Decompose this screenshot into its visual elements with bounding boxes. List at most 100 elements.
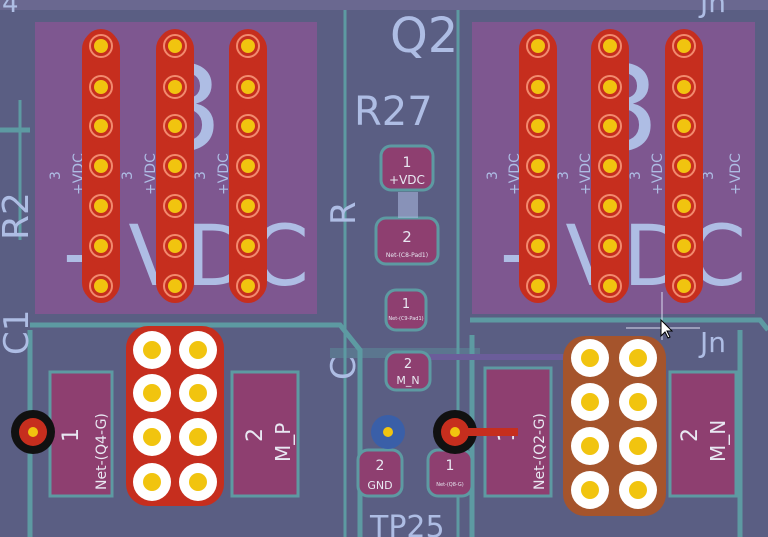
pad-net: M_N [706,420,730,462]
pad-drill [603,239,617,253]
pad-ring [89,114,113,138]
pad-drill [603,159,617,173]
pad-drill [531,159,545,173]
right-pin-label-pin: 3 [485,171,501,180]
pad-ring [598,274,622,298]
pad-drill [603,199,617,213]
pad-ring [598,75,622,99]
pad-drill [94,239,108,253]
pad-drill [581,349,599,367]
pad-drill [168,159,182,173]
designator-c-left: C1 [0,310,37,355]
test-point-drill [450,427,460,437]
right-pin-label-net: +VDC [650,153,666,195]
pad-drill [189,473,207,491]
pad-ring [236,114,260,138]
right-pin-labels: 3 +VDC 3 +VDC 3 +VDC 3 +VDC [485,153,744,195]
pad-drill [241,159,255,173]
pad-drill [603,279,617,293]
pad-ring [598,194,622,218]
pad-drill [677,279,691,293]
pad-ring [163,114,187,138]
pad-ring [236,274,260,298]
pad-drill [581,393,599,411]
designator-q2: Q2 [390,8,458,64]
pad-drill [629,393,647,411]
smd-pad[interactable] [356,448,404,498]
test-points[interactable] [11,410,518,454]
pad-number: 1 [446,458,455,474]
pad-number: 2 [678,428,703,442]
pad-ring [526,194,550,218]
pad-ring [236,154,260,178]
pad-drill [143,384,161,402]
pad-ring [163,75,187,99]
pad-ring [526,274,550,298]
pad-ring [163,194,187,218]
pad-drill [677,199,691,213]
pad-drill [241,119,255,133]
smd-pad[interactable] [384,288,428,332]
pad-ring [598,154,622,178]
smd-pad[interactable] [668,370,738,498]
mouse-pointer-icon [660,318,674,339]
pad-ring [672,75,696,99]
pad-ring [598,34,622,58]
copper-trace [468,428,518,436]
smd-pad[interactable] [48,370,114,498]
pad-drill [531,279,545,293]
pad-ring [672,234,696,258]
resistor-body [398,192,418,218]
pad-ring [598,114,622,138]
designator-corner-top-left: 4 [2,0,19,19]
pad-drill [531,239,545,253]
pad-drill [168,80,182,94]
pad-drill [241,279,255,293]
pad-drill [629,349,647,367]
pad-ring [526,75,550,99]
right-pin-label-net: +VDC [728,153,744,195]
designator-tp-bottom: TP25 [369,510,445,537]
pad-ring [526,234,550,258]
pad-number: 2 [243,428,268,442]
pad-drill [189,384,207,402]
pad-net: Net-(Q4-G) [94,413,110,490]
test-point-drill [383,427,393,437]
center-smd-pads[interactable]: 1 +VDC 2 Net-(C8-Pad1) 1 Net-(C9-Pad1) 2… [374,144,440,392]
pad-ring [89,154,113,178]
through-hole-pads[interactable] [82,29,703,516]
pad-number: 1 [402,297,410,312]
pad-ring [672,274,696,298]
pad-ring [89,34,113,58]
pad-drill [241,199,255,213]
smd-pad[interactable] [384,350,432,392]
pad-number: 2 [402,228,412,246]
pad-ring [672,154,696,178]
pad-drill [241,80,255,94]
left-pin-label-net: +VDC [143,153,159,195]
pad-net: M_N [396,374,419,387]
smd-pad[interactable] [379,144,435,192]
smd-pad[interactable] [230,370,300,498]
pad-net: GND [367,479,392,492]
pad-ring [526,114,550,138]
pad-number: 2 [404,357,412,372]
pad-drill [94,199,108,213]
pad-drill [531,39,545,53]
pad-drill [94,80,108,94]
pad-drill [241,39,255,53]
pad-drill [143,473,161,491]
pad-net: Net-(C9-Pad1) [388,316,423,322]
pad-net: M_P [271,423,295,462]
bottom-left-smd-pads[interactable]: 1 Net-(Q4-G) 2 M_P [48,370,300,498]
designator-corner-top-right: Jn [698,0,726,19]
designator-r-mid: R [324,201,364,225]
left-pin-label-net: +VDC [216,153,232,195]
pad-drill [143,428,161,446]
pad-drill [94,159,108,173]
pad-number: 1 [403,155,412,171]
designator-r-left: R2 [0,192,37,240]
pad-ring [236,34,260,58]
